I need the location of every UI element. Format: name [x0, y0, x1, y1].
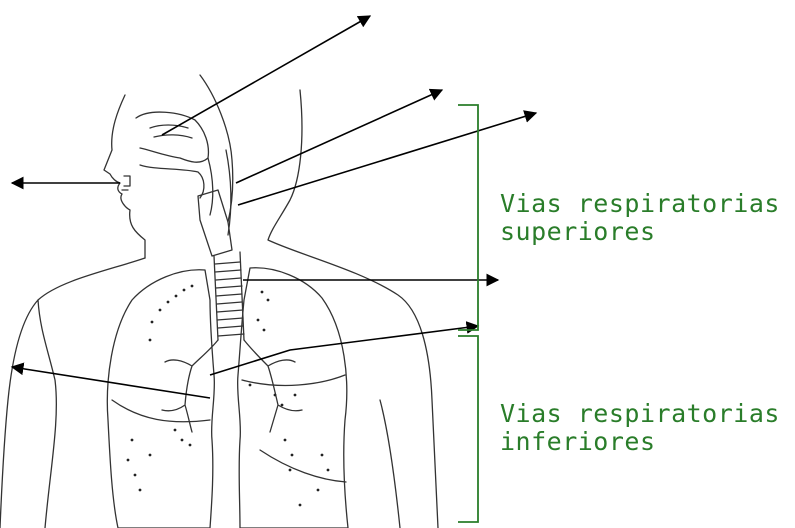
right-torso: [380, 400, 400, 528]
upper-airways-label-line2: superiores: [500, 218, 780, 246]
turbinate-2: [154, 135, 192, 138]
left-bronchus: [162, 340, 218, 432]
lower-airways-bracket: [458, 336, 478, 522]
pharynx: [208, 158, 213, 215]
right-lung-fissure-2: [260, 450, 346, 482]
upper-airways-label: Vias respiratorias superiores: [500, 190, 780, 246]
right-neck-shoulder: [268, 90, 438, 528]
left-shoulder: [0, 258, 145, 528]
region-brackets: [458, 105, 478, 522]
pointer-arrows: [12, 16, 536, 398]
arrow-nasal-cavity: [162, 16, 370, 135]
trachea-rings: [215, 262, 244, 336]
right-lung: [238, 268, 348, 528]
arrow-lungs: [12, 367, 210, 398]
left-torso: [38, 300, 56, 528]
body-outline: [0, 75, 438, 528]
right-lung-fissure-1: [242, 375, 345, 385]
oral-cavity: [140, 165, 204, 198]
teeth: [122, 176, 130, 190]
lower-airways-label-line1: Vias respiratorias: [500, 400, 780, 428]
upper-airways-bracket: [458, 105, 478, 330]
lung-stipple: [127, 285, 330, 507]
right-bronchus: [244, 340, 302, 432]
arrow-larynx: [238, 113, 536, 205]
lower-airways-label: Vias respiratorias inferiores: [500, 400, 780, 456]
arrow-bronchi: [210, 326, 478, 375]
trachea-left: [214, 256, 218, 340]
larynx: [198, 190, 232, 256]
upper-airways-label-line1: Vias respiratorias: [500, 190, 780, 218]
arrow-pharynx: [236, 90, 442, 183]
nasal-cavity: [136, 112, 208, 162]
left-lung: [107, 270, 214, 528]
turbinate-1: [150, 125, 188, 128]
left-lung-fissure: [112, 400, 210, 422]
lower-airways-label-line2: inferiores: [500, 428, 780, 456]
